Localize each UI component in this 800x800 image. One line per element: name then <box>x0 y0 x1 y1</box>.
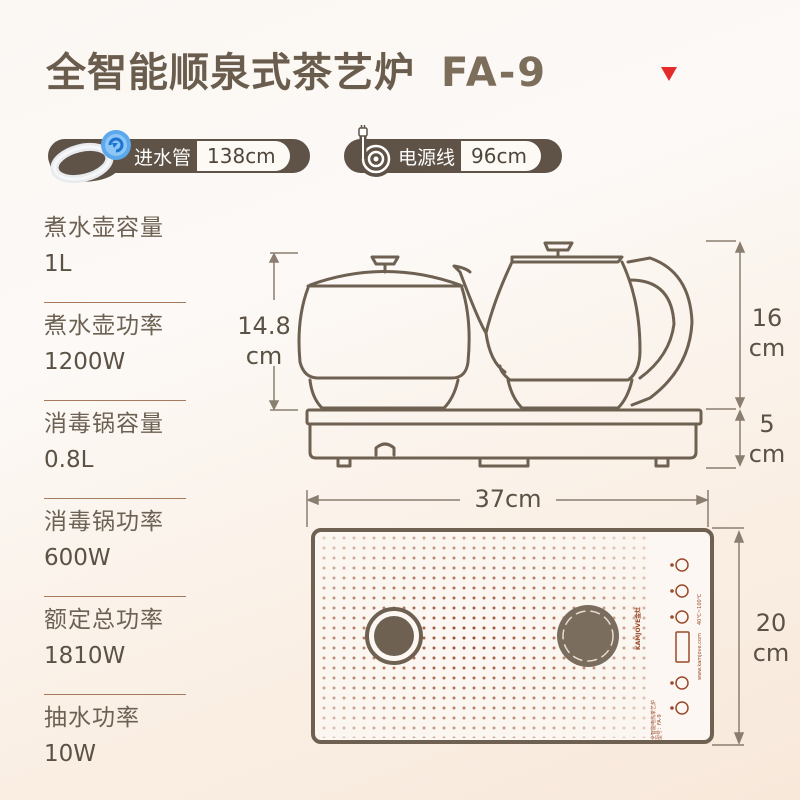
spec-item: 消毒锅功率 600W <box>44 499 186 597</box>
spec-item: 抽水功率 10W <box>44 695 186 793</box>
depth-unit: cm <box>752 639 790 667</box>
spec-value: 0.8L <box>44 447 94 473</box>
top-view-drawing <box>305 490 745 746</box>
water-hose-length: 138cm <box>197 141 290 171</box>
spec-value: 600W <box>44 545 111 571</box>
control-panel-temp-range: 40℃~100℃ <box>697 593 703 625</box>
spec-value: 10W <box>44 741 97 767</box>
model-number: FA-9 <box>441 50 548 96</box>
product-title: 全智能顺泉式茶艺炉 FA-9 <box>46 40 547 98</box>
side-view-drawing <box>268 240 746 469</box>
spec-label: 消毒锅容量 <box>44 411 164 437</box>
control-panel-website: www.kamjove.com <box>697 633 703 680</box>
spec-list: 煮水壶容量 1L 煮水壶功率 1200W 消毒锅容量 0.8L 消毒锅功率 60… <box>44 205 186 793</box>
control-panel-model: 型号：FA-9 <box>657 714 663 740</box>
spec-item: 额定总功率 1810W <box>44 597 186 695</box>
width-dimension: 37cm <box>474 485 542 513</box>
power-cord-spec: 电源线 96cm <box>344 125 562 177</box>
pot-height-unit: cm <box>245 342 283 370</box>
spec-label: 额定总功率 <box>44 607 164 633</box>
water-hose-icon <box>49 130 131 184</box>
base-height-dimension: 5 cm <box>738 409 796 469</box>
spec-value: 1810W <box>44 643 126 669</box>
control-panel-brand: KAMJOVE金灶 <box>635 606 642 650</box>
base-height-unit: cm <box>748 440 786 468</box>
kettle-height-value: 16 <box>751 304 783 332</box>
spec-value: 1200W <box>44 349 126 375</box>
spec-item: 消毒锅容量 0.8L <box>44 401 186 499</box>
power-cord-label: 电源线 <box>398 146 456 169</box>
spec-label: 煮水壶功率 <box>44 313 164 339</box>
pot-height-dimension: 14.8 cm <box>232 311 296 371</box>
water-hose-label: 进水管 <box>134 146 192 169</box>
spec-value: 1L <box>44 251 72 277</box>
spec-item: 煮水壶容量 1L <box>44 205 186 303</box>
spec-label: 消毒锅功率 <box>44 509 164 535</box>
spec-label: 煮水壶容量 <box>44 215 164 241</box>
kettle-height-dimension: 16 cm <box>738 303 796 363</box>
base-height-value: 5 <box>759 410 775 438</box>
depth-value: 20 <box>755 609 787 637</box>
kettle-height-unit: cm <box>748 334 786 362</box>
spec-item: 煮水壶功率 1200W <box>44 303 186 401</box>
depth-dimension: 20 cm <box>742 608 800 668</box>
power-cord-length: 96cm <box>461 141 541 171</box>
dropdown-marker-icon <box>661 67 677 81</box>
pot-height-value: 14.8 <box>237 312 291 340</box>
spec-label: 抽水功率 <box>44 705 140 731</box>
product-name: 全智能顺泉式茶艺炉 <box>46 50 415 96</box>
power-cord-icon <box>358 125 394 177</box>
water-hose-spec: 进水管 138cm <box>48 130 310 184</box>
